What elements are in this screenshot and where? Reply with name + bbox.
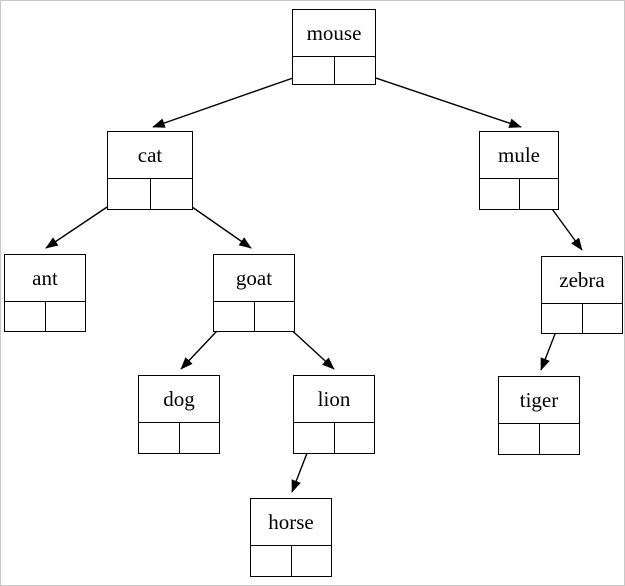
right-pointer-cell-mule[interactable]	[520, 179, 559, 209]
tree-node-pointers-mouse	[293, 57, 375, 84]
tree-node-pointers-dog	[139, 423, 219, 453]
tree-node-label-ant: ant	[5, 255, 85, 302]
tree-node-pointers-ant	[5, 302, 85, 331]
tree-node-label-mule: mule	[480, 132, 558, 179]
right-pointer-cell-ant[interactable]	[46, 302, 86, 331]
tree-node-goat[interactable]: goat	[213, 254, 295, 332]
tree-node-lion[interactable]: lion	[293, 375, 375, 454]
tree-node-pointers-horse	[251, 546, 331, 576]
tree-node-label-zebra: zebra	[542, 257, 622, 304]
tree-node-label-mouse: mouse	[293, 10, 375, 57]
tree-node-pointers-zebra	[542, 304, 622, 333]
tree-node-label-dog: dog	[139, 376, 219, 423]
right-pointer-cell-mouse[interactable]	[335, 57, 376, 84]
right-pointer-cell-goat[interactable]	[255, 302, 295, 331]
tree-node-label-goat: goat	[214, 255, 294, 302]
right-pointer-cell-lion[interactable]	[335, 423, 375, 453]
tree-node-label-horse: horse	[251, 499, 331, 546]
tree-node-pointers-mule	[480, 179, 558, 209]
tree-node-label-lion: lion	[294, 376, 374, 423]
left-pointer-cell-lion[interactable]	[294, 423, 335, 453]
tree-node-mule[interactable]: mule	[479, 131, 559, 210]
tree-node-label-cat: cat	[108, 132, 192, 179]
tree-node-pointers-lion	[294, 423, 374, 453]
tree-node-tiger[interactable]: tiger	[498, 376, 580, 455]
right-pointer-cell-zebra[interactable]	[583, 304, 623, 333]
left-pointer-cell-cat[interactable]	[108, 179, 151, 209]
left-pointer-cell-dog[interactable]	[139, 423, 180, 453]
tree-node-horse[interactable]: horse	[250, 498, 332, 577]
right-pointer-cell-dog[interactable]	[180, 423, 220, 453]
right-pointer-cell-tiger[interactable]	[540, 424, 580, 454]
left-pointer-cell-horse[interactable]	[251, 546, 292, 576]
tree-node-label-tiger: tiger	[499, 377, 579, 424]
left-pointer-cell-tiger[interactable]	[499, 424, 540, 454]
left-pointer-cell-ant[interactable]	[5, 302, 46, 331]
tree-node-cat[interactable]: cat	[107, 131, 193, 210]
tree-node-ant[interactable]: ant	[4, 254, 86, 332]
tree-node-zebra[interactable]: zebra	[541, 256, 623, 334]
tree-edge-mouse-to-cat	[152, 70, 314, 128]
left-pointer-cell-goat[interactable]	[214, 302, 255, 331]
tree-node-mouse[interactable]: mouse	[292, 9, 376, 85]
tree-node-pointers-tiger	[499, 424, 579, 454]
left-pointer-cell-mouse[interactable]	[293, 57, 335, 84]
right-pointer-cell-cat[interactable]	[151, 179, 193, 209]
left-pointer-cell-mule[interactable]	[480, 179, 520, 209]
tree-edge-mouse-to-mule	[354, 70, 522, 128]
tree-node-dog[interactable]: dog	[138, 375, 220, 454]
right-pointer-cell-horse[interactable]	[292, 546, 332, 576]
left-pointer-cell-zebra[interactable]	[542, 304, 583, 333]
tree-node-pointers-cat	[108, 179, 192, 209]
tree-node-pointers-goat	[214, 302, 294, 331]
